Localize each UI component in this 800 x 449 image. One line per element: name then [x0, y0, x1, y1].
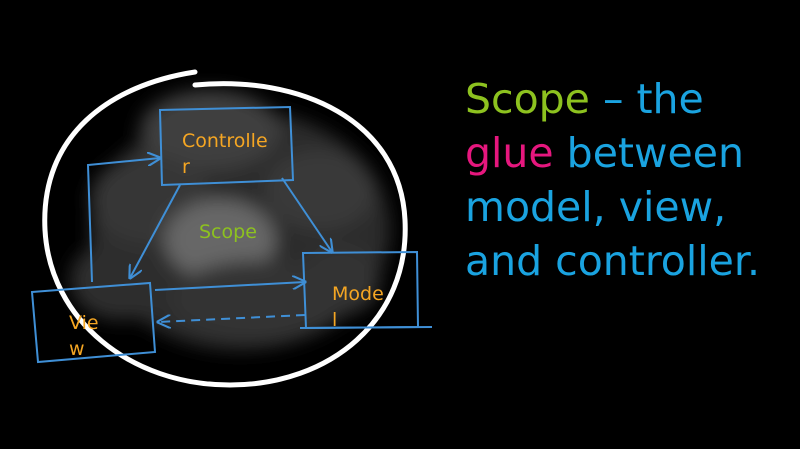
model-label: Model	[332, 283, 384, 331]
headline-scope: Scope	[465, 75, 590, 123]
headline-glue: glue	[465, 129, 554, 177]
scope-label: Scope	[199, 221, 257, 243]
arrow-controller-to-view	[130, 184, 181, 278]
headline-rest: between model, view, and controller.	[465, 129, 761, 285]
controller-label: Controller	[182, 130, 268, 178]
view-label: View	[69, 312, 99, 360]
arrow-view-to-model	[154, 282, 305, 291]
headline-connector: – the	[589, 75, 704, 123]
headline: Scope – the glue between model, view, an…	[465, 72, 795, 288]
arrow-model-to-view	[158, 314, 306, 322]
arrow-view-to-controller	[86, 158, 160, 283]
model-box-tail	[299, 326, 433, 329]
view-box	[30, 281, 157, 364]
arrow-controller-to-model	[281, 177, 332, 252]
scope-circle	[42, 69, 408, 388]
